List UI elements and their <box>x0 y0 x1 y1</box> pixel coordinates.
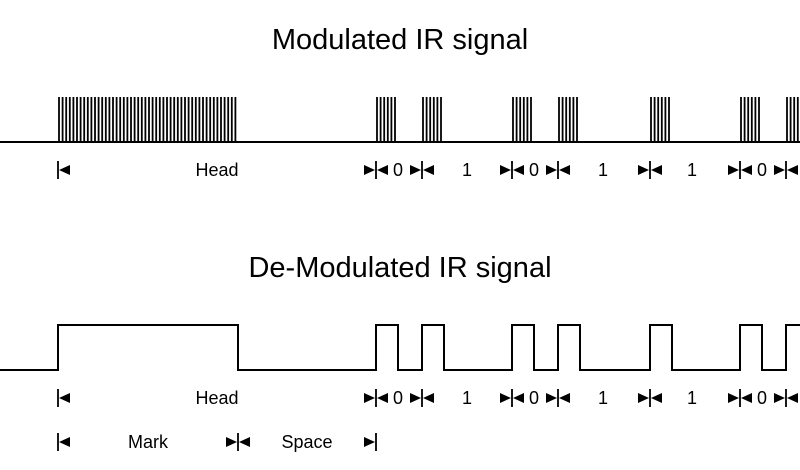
arrow-left-icon <box>59 393 70 403</box>
arrow-right-icon <box>774 393 785 403</box>
arrow-left-icon <box>423 165 434 175</box>
modulated-head-label: Head <box>195 160 238 180</box>
arrow-left-icon <box>377 393 388 403</box>
space-label: Space <box>281 432 332 452</box>
arrow-left-icon <box>423 393 434 403</box>
arrow-right-icon <box>364 393 375 403</box>
demod-bit-label: 1 <box>598 388 608 408</box>
arrow-right-icon <box>774 165 785 175</box>
arrow-right-icon <box>410 165 421 175</box>
mod-bit-label: 0 <box>757 160 767 180</box>
arrow-left-icon <box>59 437 70 447</box>
arrow-left-icon <box>787 165 798 175</box>
arrow-left-icon <box>741 165 752 175</box>
arrow-right-icon <box>546 165 557 175</box>
demod-bit-label: 0 <box>757 388 767 408</box>
arrow-right-icon <box>500 165 511 175</box>
demod-bit-label: 0 <box>393 388 403 408</box>
mod-bit-label: 1 <box>598 160 608 180</box>
modulated-title: Modulated IR signal <box>271 24 529 56</box>
demod-bit-label: 1 <box>462 388 472 408</box>
mod-bit-label: 1 <box>462 160 472 180</box>
arrow-right-icon <box>500 393 511 403</box>
arrow-left-icon <box>559 393 570 403</box>
arrow-right-icon <box>410 393 421 403</box>
demodulated-signal-line <box>0 324 800 371</box>
mod-bit-label: 0 <box>529 160 539 180</box>
arrow-left-icon <box>741 393 752 403</box>
arrow-right-icon <box>364 437 375 447</box>
demodulated-head-label: Head <box>195 388 238 408</box>
arrow-left-icon <box>513 165 524 175</box>
timing-markers <box>57 161 798 451</box>
arrow-right-icon <box>226 437 237 447</box>
arrow-right-icon <box>728 393 739 403</box>
mod-bit-label: 0 <box>393 160 403 180</box>
arrow-left-icon <box>377 165 388 175</box>
arrow-left-icon <box>651 393 662 403</box>
arrow-left-icon <box>59 165 70 175</box>
demodulated-waveform <box>0 324 800 371</box>
mark-label: Mark <box>128 432 169 452</box>
arrow-left-icon <box>513 393 524 403</box>
arrow-right-icon <box>638 393 649 403</box>
demod-bit-label: 1 <box>687 388 697 408</box>
mod-bit-label: 1 <box>687 160 697 180</box>
arrow-left-icon <box>559 165 570 175</box>
arrow-right-icon <box>728 165 739 175</box>
arrow-right-icon <box>364 165 375 175</box>
modulated-waveform <box>0 97 800 143</box>
arrow-right-icon <box>638 165 649 175</box>
demod-bit-label: 0 <box>529 388 539 408</box>
arrow-left-icon <box>787 393 798 403</box>
arrow-left-icon <box>651 165 662 175</box>
demodulated-title: De-Modulated IR signal <box>248 252 552 284</box>
arrow-right-icon <box>546 393 557 403</box>
arrow-left-icon <box>239 437 250 447</box>
